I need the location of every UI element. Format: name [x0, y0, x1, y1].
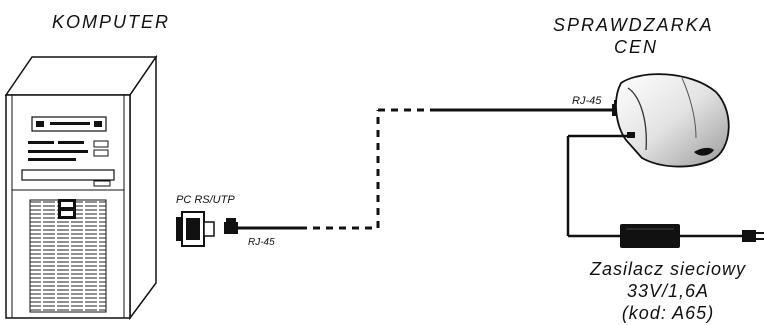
db9-rj45-adapter-icon — [176, 211, 215, 247]
checker-label-line2: CEN — [614, 37, 659, 57]
psu-label-line3: (kod: A65) — [621, 303, 715, 323]
psu-label-line1: Zasilacz sieciowy — [589, 259, 747, 279]
checker-label-line1: SPRAWDZARKA — [553, 15, 714, 35]
computer-label: KOMPUTER — [52, 12, 171, 32]
rj45-plug-left-icon — [224, 218, 244, 234]
power-plug-icon — [742, 230, 764, 242]
power-cable — [566, 134, 742, 238]
power-adapter-icon — [620, 224, 680, 248]
computer-tower-icon — [4, 54, 158, 321]
psu-label-line2: 33V/1,6A — [626, 281, 710, 301]
price-checker-icon — [615, 73, 730, 168]
rj45-left-label: RJ-45 — [248, 237, 275, 248]
pc-port-label: PC RS/UTP — [176, 194, 235, 206]
rj45-right-label: RJ-45 — [572, 95, 602, 107]
utp-cable — [244, 108, 612, 230]
